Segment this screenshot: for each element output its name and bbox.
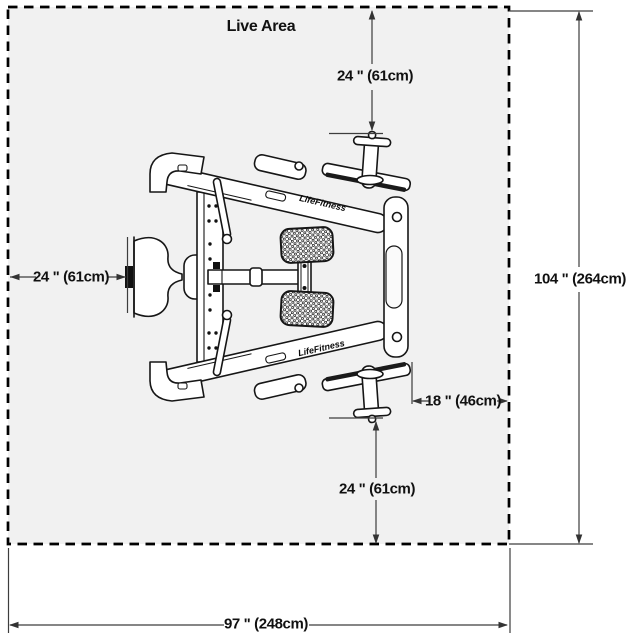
dim-bottom-clearance [329, 417, 383, 544]
dim-total-width [7, 548, 511, 633]
lever-knob [221, 233, 233, 245]
dimension-lines [7, 10, 593, 633]
dim-left-clearance [10, 237, 129, 313]
post-collar [356, 174, 384, 186]
arm-linkage [253, 154, 307, 181]
linkage-pivot [294, 161, 304, 171]
rear-upright [383, 196, 409, 358]
live-area-label: Live Area [226, 18, 296, 35]
dim-label-left-clearance: 24 " (61cm) [32, 268, 110, 286]
rod-joint [249, 267, 263, 287]
dim-label-bottom-clearance: 24 " (61cm) [338, 480, 416, 498]
seat-back-mount [125, 266, 133, 288]
dim-label-total-depth: 104 " (264cm) [534, 270, 626, 288]
arm-pad [279, 226, 335, 264]
frame-bolts [207, 204, 218, 350]
dim-foot-clearance [411, 362, 508, 405]
dim-label-foot-clearance: 18 " (46cm) [424, 392, 502, 410]
seat-back-pad [133, 236, 183, 318]
dim-label-top-clearance: 24 " (61cm) [336, 67, 414, 85]
dim-total-depth [509, 10, 593, 545]
machine-upper-half [149, 130, 412, 264]
arm-end-bracket [149, 152, 205, 193]
dim-top-clearance [329, 10, 383, 135]
dim-label-total-width: 97 " (248cm) [223, 615, 309, 633]
